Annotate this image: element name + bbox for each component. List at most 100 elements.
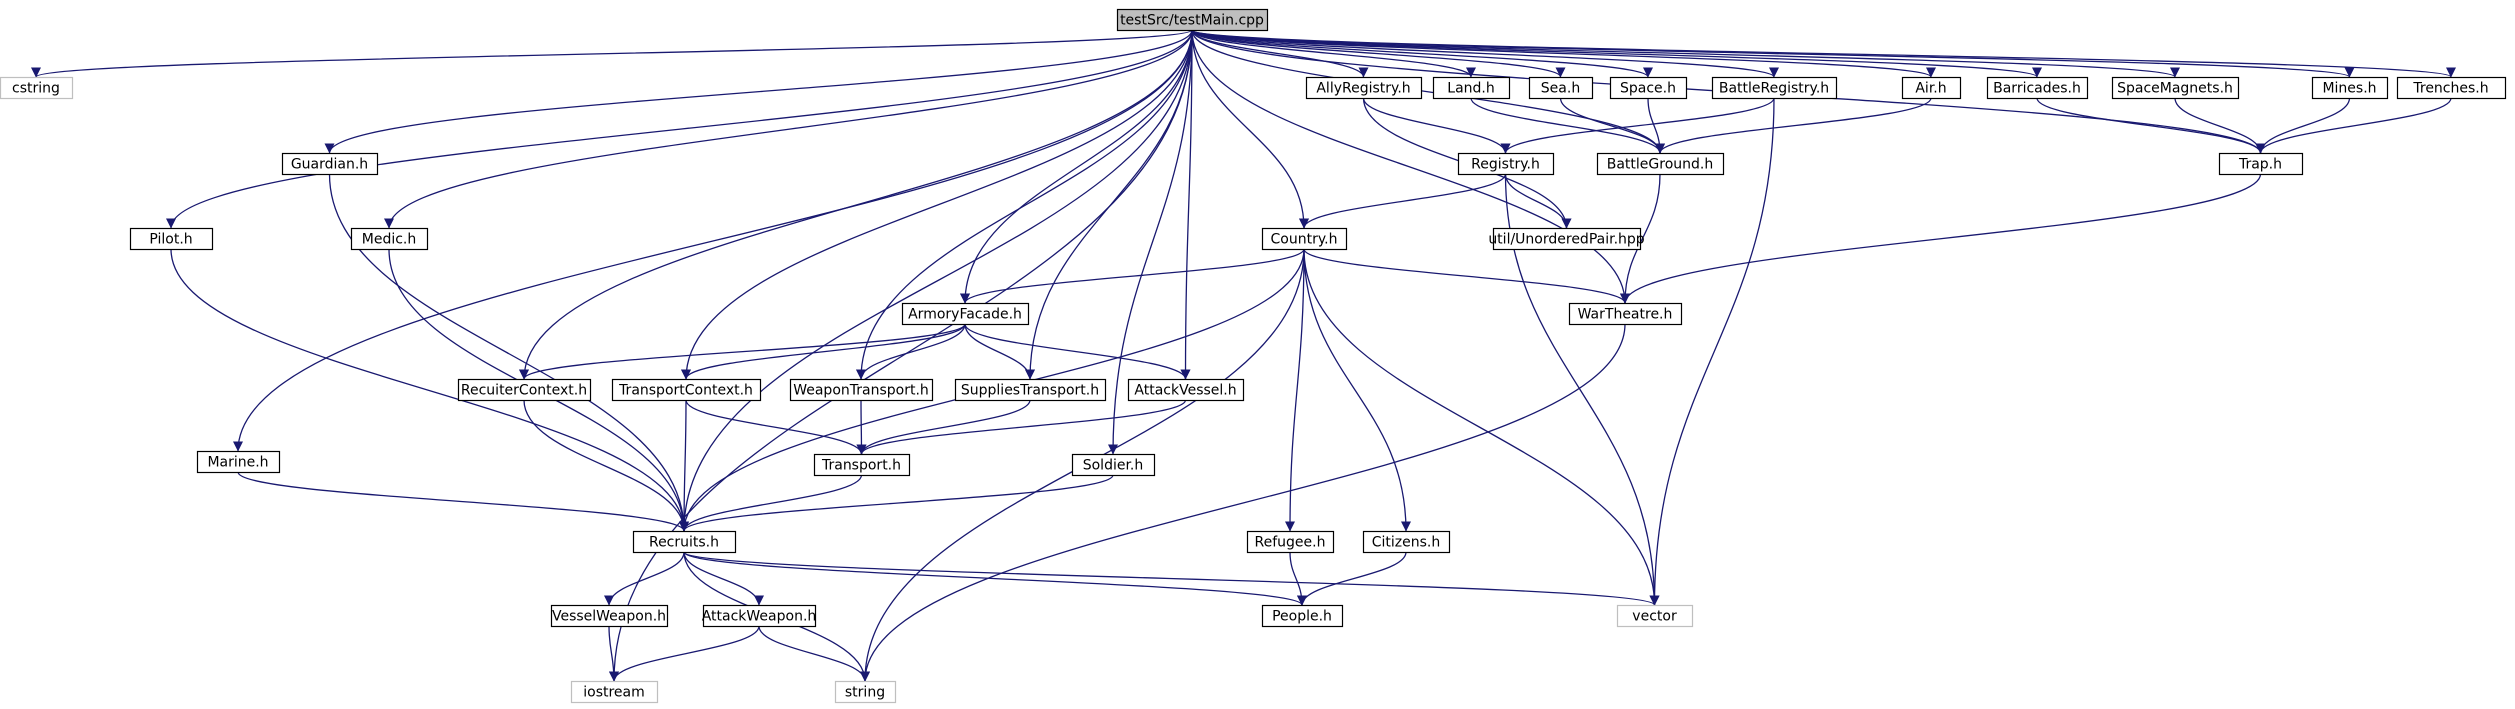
node-vector-label: vector bbox=[1632, 609, 1677, 625]
edge-recruiter-to-recruits bbox=[523, 399, 689, 532]
node-transportctx[interactable]: TransportContext.h bbox=[611, 378, 762, 402]
node-transport[interactable]: Transport.h bbox=[813, 453, 911, 477]
edge-country-to-refugee bbox=[1285, 248, 1305, 532]
node-weapontransport-box bbox=[789, 378, 934, 402]
edge-recruits-to-people bbox=[683, 551, 1307, 606]
edge-root-to-battleregistry bbox=[1191, 29, 1779, 78]
node-cstring-box bbox=[0, 76, 74, 100]
dependency-nodes: testSrc/testMain.cpp cstring iostream strin… bbox=[0, 8, 2507, 704]
edge-root-to-attackvessel bbox=[1180, 29, 1193, 380]
edge-battleregistry-to-registry bbox=[1500, 97, 1775, 154]
dependency-edges bbox=[31, 29, 2456, 682]
node-armory[interactable]: ArmoryFacade.h bbox=[901, 302, 1030, 326]
edge-pilot-to-recruits bbox=[170, 248, 689, 532]
node-battleregistry-label: BattleRegistry.h bbox=[1719, 81, 1829, 97]
node-people-label: People.h bbox=[1272, 609, 1332, 625]
edge-root-to-allyregistry bbox=[1191, 29, 1369, 78]
node-trap[interactable]: Trap.h bbox=[2218, 152, 2304, 176]
node-wartheatre-box bbox=[1568, 302, 1683, 326]
node-guardian-box bbox=[281, 152, 379, 176]
node-sea[interactable]: Sea.h bbox=[1528, 76, 1594, 100]
node-registry[interactable]: Registry.h bbox=[1457, 152, 1555, 176]
edge-registry-to-unorderedpair bbox=[1504, 173, 1572, 229]
edge-root-to-weapontransport bbox=[856, 29, 1193, 380]
edge-transportctx-to-recruits bbox=[679, 399, 690, 532]
node-vector[interactable]: vector bbox=[1616, 604, 1694, 628]
node-space-box bbox=[1609, 76, 1688, 100]
edge-root-to-wartheatre bbox=[1191, 29, 1630, 304]
node-trenches[interactable]: Trenches.h bbox=[2396, 76, 2507, 100]
edge-root-to-recruiter bbox=[519, 29, 1193, 380]
node-string-box bbox=[834, 680, 897, 704]
node-recruits[interactable]: Recruits.h bbox=[632, 530, 737, 554]
node-string[interactable]: string bbox=[834, 680, 897, 704]
node-refugee-box bbox=[1246, 530, 1335, 554]
node-battleregistry[interactable]: BattleRegistry.h bbox=[1711, 76, 1838, 100]
node-trenches-box bbox=[2396, 76, 2507, 100]
node-recruits-label: Recruits.h bbox=[649, 535, 719, 551]
node-marine[interactable]: Marine.h bbox=[196, 450, 281, 474]
node-attackvessel[interactable]: AttackVessel.h bbox=[1127, 378, 1245, 402]
node-people[interactable]: People.h bbox=[1261, 604, 1344, 628]
node-sea-box bbox=[1528, 76, 1594, 100]
node-battleground[interactable]: BattleGround.h bbox=[1596, 152, 1725, 176]
node-attackweapon[interactable]: AttackWeapon.h bbox=[702, 604, 817, 628]
node-recruiter[interactable]: RecuiterContext.h bbox=[457, 378, 592, 402]
node-barricades-box bbox=[1986, 76, 2089, 100]
node-air[interactable]: Air.h bbox=[1901, 76, 1962, 100]
edge-root-to-space bbox=[1191, 29, 1653, 78]
node-barricades[interactable]: Barricades.h bbox=[1986, 76, 2089, 100]
edge-country-to-armory bbox=[960, 248, 1305, 304]
node-attackvessel-box bbox=[1127, 378, 1245, 402]
node-weapontransport-label: WeaponTransport.h bbox=[793, 383, 929, 399]
edge-trap-to-wartheatre bbox=[1620, 173, 2262, 304]
node-allyregistry[interactable]: AllyRegistry.h bbox=[1305, 76, 1423, 100]
node-refugee[interactable]: Refugee.h bbox=[1246, 530, 1335, 554]
edge-mines-to-trap bbox=[2255, 97, 2351, 154]
node-suppliestransport[interactable]: SuppliesTransport.h bbox=[954, 378, 1107, 402]
node-mines-label: Mines.h bbox=[2322, 81, 2376, 97]
edge-citizens-to-people bbox=[1297, 551, 1407, 606]
node-unorderedpair[interactable]: util/UnorderedPair.hpp bbox=[1488, 227, 1645, 251]
node-root-label: testSrc/testMain.cpp bbox=[1120, 13, 1264, 29]
node-root[interactable]: testSrc/testMain.cpp bbox=[1116, 8, 1269, 32]
edge-recruits-to-vesselweapon bbox=[604, 551, 685, 606]
node-country[interactable]: Country.h bbox=[1261, 227, 1348, 251]
edge-vesselweapon-to-iostream bbox=[608, 625, 619, 682]
node-guardian[interactable]: Guardian.h bbox=[281, 152, 379, 176]
edge-battleregistry-to-vector bbox=[1649, 97, 1775, 606]
edge-root-to-iostream bbox=[609, 29, 1193, 682]
node-wartheatre[interactable]: WarTheatre.h bbox=[1568, 302, 1683, 326]
node-medic-label: Medic.h bbox=[362, 232, 417, 248]
node-citizens[interactable]: Citizens.h bbox=[1362, 530, 1451, 554]
edge-air-to-battleground bbox=[1655, 97, 1932, 154]
edge-root-to-trenches bbox=[1191, 29, 2456, 78]
node-pilot[interactable]: Pilot.h bbox=[129, 227, 214, 251]
node-iostream[interactable]: iostream bbox=[570, 680, 659, 704]
node-sea-label: Sea.h bbox=[1541, 81, 1580, 97]
node-soldier[interactable]: Soldier.h bbox=[1071, 453, 1156, 477]
node-space[interactable]: Space.h bbox=[1609, 76, 1688, 100]
edge-registry-to-country bbox=[1299, 173, 1507, 229]
node-medic[interactable]: Medic.h bbox=[350, 227, 429, 251]
node-attackweapon-box bbox=[702, 604, 817, 628]
node-vesselweapon[interactable]: VesselWeapon.h bbox=[550, 604, 669, 628]
node-mines[interactable]: Mines.h bbox=[2311, 76, 2389, 100]
node-weapontransport[interactable]: WeaponTransport.h bbox=[789, 378, 934, 402]
edge-wartheatre-to-string bbox=[860, 323, 1626, 682]
edge-root-to-medic bbox=[384, 29, 1193, 229]
edge-root-to-recruits bbox=[679, 29, 1193, 532]
edge-recruits-to-attackweapon bbox=[683, 551, 764, 606]
edge-land-to-battleground bbox=[1470, 97, 1665, 154]
edge-root-to-mines bbox=[1191, 29, 2354, 78]
node-citizens-box bbox=[1362, 530, 1451, 554]
node-battleground-box bbox=[1596, 152, 1725, 176]
node-transportctx-label: TransportContext.h bbox=[618, 383, 753, 399]
node-cstring[interactable]: cstring bbox=[0, 76, 74, 100]
node-spacemagnets[interactable]: SpaceMagnets.h bbox=[2111, 76, 2240, 100]
node-land[interactable]: Land.h bbox=[1432, 76, 1511, 100]
edge-country-to-citizens bbox=[1303, 248, 1411, 532]
node-space-label: Space.h bbox=[1620, 81, 1676, 97]
edge-armory-to-suppliestransport bbox=[964, 323, 1035, 380]
